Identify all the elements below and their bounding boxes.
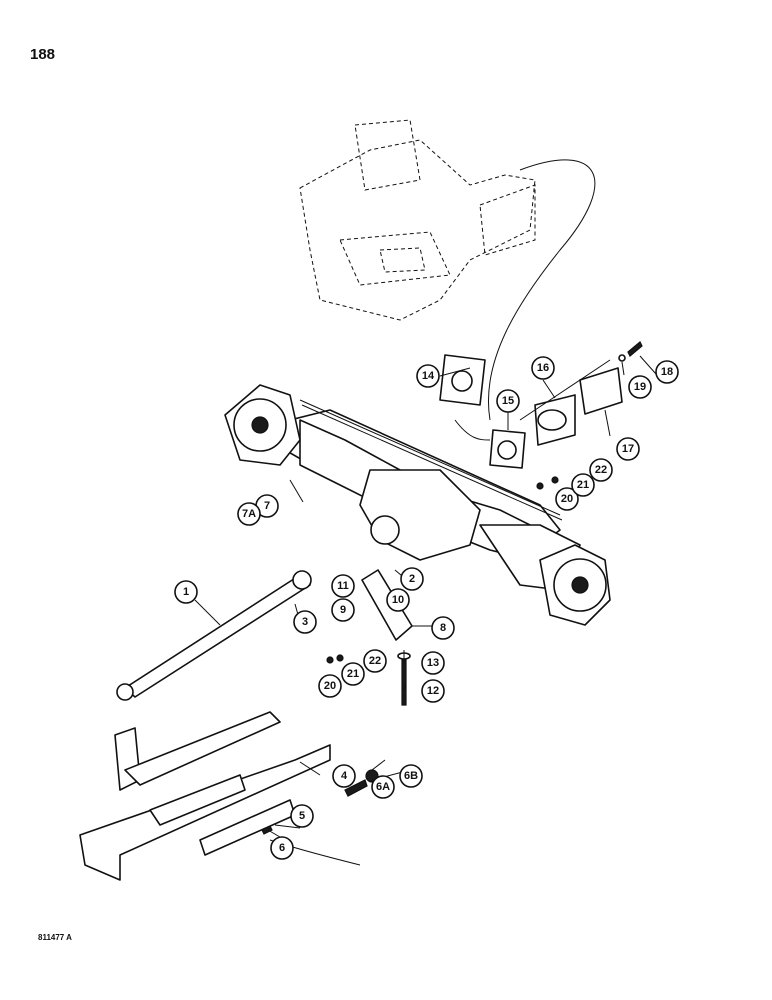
hardware-parts bbox=[261, 341, 643, 835]
callout-1-label: 1 bbox=[183, 586, 189, 598]
callout-15-label: 15 bbox=[502, 395, 514, 407]
callout-7a: 7A bbox=[237, 502, 261, 526]
callout-11-label: 11 bbox=[337, 580, 349, 592]
callout-20-lower-label: 20 bbox=[324, 680, 336, 692]
callout-11: 11 bbox=[331, 574, 355, 598]
callout-18-label: 18 bbox=[661, 366, 673, 378]
callout-21-lower-label: 21 bbox=[347, 668, 359, 680]
callout-12-label: 12 bbox=[427, 685, 439, 697]
callout-20-upper-label: 20 bbox=[561, 493, 573, 505]
figure-code: 811477 A bbox=[38, 933, 72, 942]
callout-10: 10 bbox=[386, 588, 410, 612]
callout-5-label: 5 bbox=[299, 810, 305, 822]
callout-4-label: 4 bbox=[341, 770, 348, 782]
callout-3-label: 3 bbox=[302, 616, 308, 628]
callout-17: 17 bbox=[616, 437, 640, 461]
callout-6b: 6B bbox=[399, 764, 423, 788]
callout-16: 16 bbox=[531, 356, 555, 380]
callout-6a-label: 6A bbox=[376, 781, 390, 793]
callout-7-label: 7 bbox=[264, 500, 270, 512]
callout-4: 4 bbox=[332, 764, 356, 788]
callout-19-label: 19 bbox=[634, 381, 646, 393]
frame-ghost-outline bbox=[299, 119, 596, 421]
callout-19: 19 bbox=[628, 375, 652, 399]
callout-13-label: 13 bbox=[427, 657, 439, 669]
callout-1: 1 bbox=[174, 580, 198, 604]
callout-14: 14 bbox=[416, 364, 440, 388]
callout-17-label: 17 bbox=[622, 443, 634, 455]
callout-6: 6 bbox=[270, 836, 294, 860]
callout-9-label: 9 bbox=[340, 604, 346, 616]
callout-13: 13 bbox=[421, 651, 445, 675]
callout-20-upper: 20 bbox=[555, 487, 579, 511]
callout-5: 5 bbox=[290, 804, 314, 828]
callout-7a-label: 7A bbox=[242, 508, 256, 520]
callout-21-upper-label: 21 bbox=[577, 479, 589, 491]
callout-6b-label: 6B bbox=[404, 770, 418, 782]
callout-2: 2 bbox=[400, 567, 424, 591]
callout-8-label: 8 bbox=[440, 622, 446, 634]
callout-21-lower: 21 bbox=[341, 662, 365, 686]
callout-22-upper-label: 22 bbox=[595, 464, 607, 476]
callout-22-upper: 22 bbox=[589, 458, 613, 482]
callout-22-lower: 22 bbox=[363, 649, 387, 673]
chassis-frame bbox=[79, 711, 331, 881]
page-number: 188 bbox=[30, 46, 56, 63]
callout-10-label: 10 bbox=[392, 594, 404, 606]
drive-shaft bbox=[116, 570, 312, 701]
callout-2-label: 2 bbox=[409, 573, 415, 585]
callout-6a: 6A bbox=[371, 775, 395, 799]
callout-14-label: 14 bbox=[422, 370, 435, 382]
callout-16-label: 16 bbox=[537, 362, 549, 374]
axle-assembly bbox=[224, 384, 611, 641]
callout-7: 7 bbox=[255, 494, 279, 518]
callout-21-upper: 21 bbox=[571, 473, 595, 497]
callout-22-lower-label: 22 bbox=[369, 655, 381, 667]
callout-6-label: 6 bbox=[279, 842, 285, 854]
callout-3: 3 bbox=[293, 610, 317, 634]
callout-8: 8 bbox=[431, 616, 455, 640]
callout-20-lower: 20 bbox=[318, 674, 342, 698]
callout-15: 15 bbox=[496, 389, 520, 413]
callout-9: 9 bbox=[331, 598, 355, 622]
callout-12: 12 bbox=[421, 679, 445, 703]
callout-18: 18 bbox=[655, 360, 679, 384]
cover-plates bbox=[439, 354, 623, 469]
